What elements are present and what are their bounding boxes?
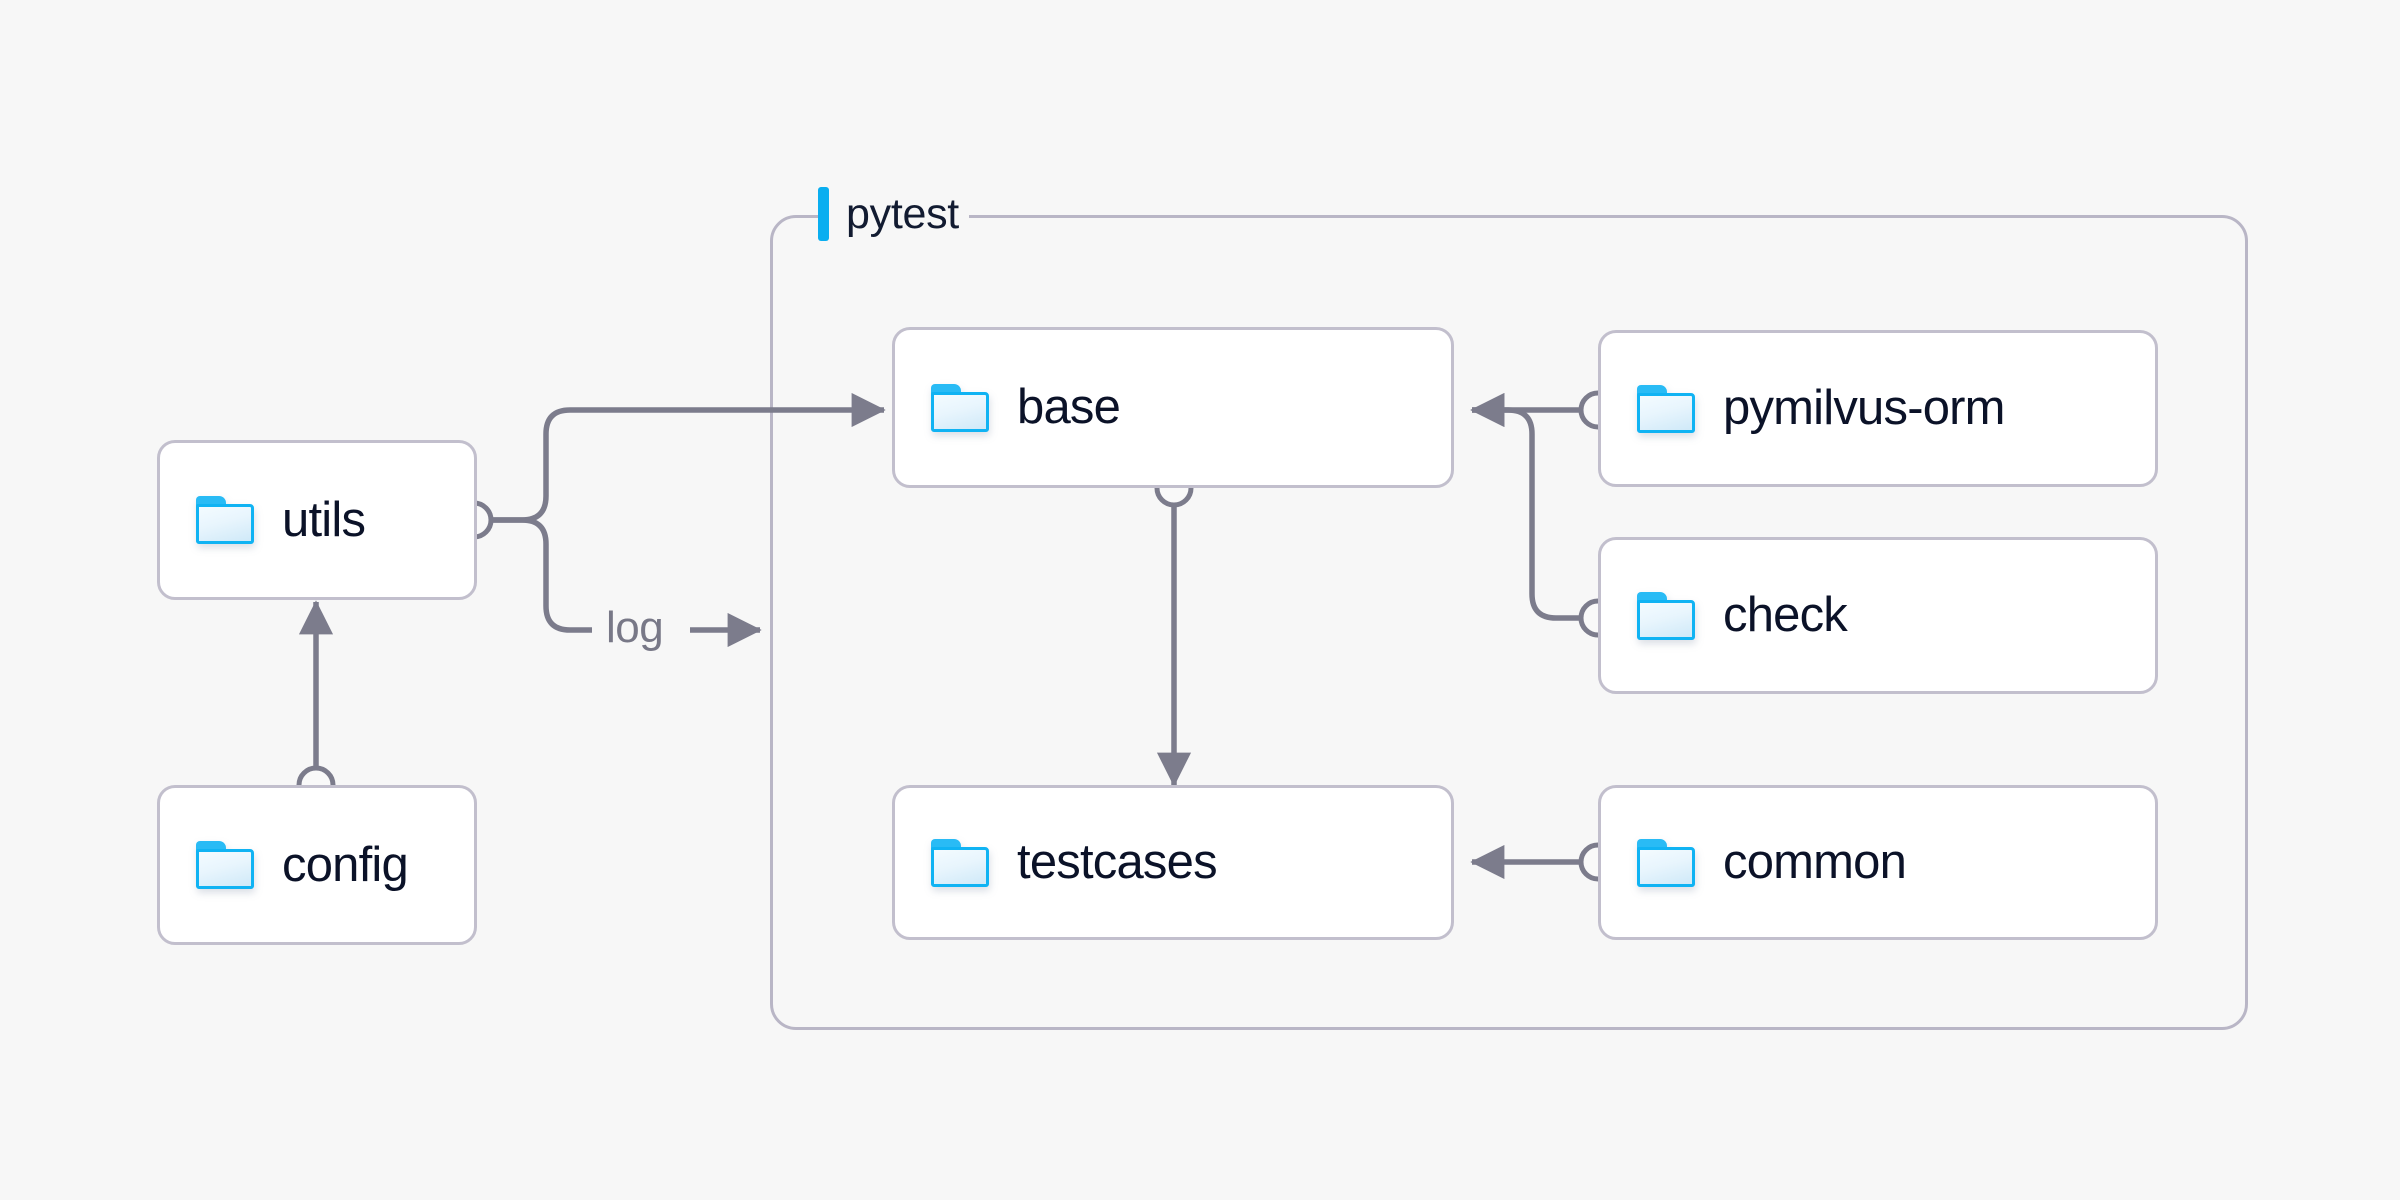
folder-icon xyxy=(196,841,254,889)
node-base[interactable]: base xyxy=(892,327,1454,488)
folder-icon xyxy=(196,496,254,544)
edge-utils-to-log xyxy=(486,517,592,633)
node-label-base: base xyxy=(1017,380,1121,434)
node-label-check: check xyxy=(1723,588,1848,642)
edge-label-log: log xyxy=(606,603,664,652)
group-title: pytest xyxy=(846,189,959,238)
node-label-testcases: testcases xyxy=(1017,835,1218,889)
folder-icon xyxy=(931,383,989,432)
group-label-pytest: pytest xyxy=(818,186,969,242)
group-accent-bar-icon xyxy=(818,187,829,241)
folder-icon xyxy=(1637,838,1695,887)
node-label-config: config xyxy=(282,837,409,892)
folder-icon xyxy=(1637,384,1695,433)
node-label-common: common xyxy=(1723,835,1907,889)
node-common[interactable]: common xyxy=(1598,785,2158,940)
node-check[interactable]: check xyxy=(1598,537,2158,694)
node-utils[interactable]: utils xyxy=(157,440,477,600)
node-testcases[interactable]: testcases xyxy=(892,785,1454,940)
node-pymilvus-orm[interactable]: pymilvus-orm xyxy=(1598,330,2158,487)
group-container-pytest xyxy=(770,215,2248,1030)
node-label-pymilvus-orm: pymilvus-orm xyxy=(1723,381,2006,435)
node-label-utils: utils xyxy=(282,492,366,547)
folder-icon xyxy=(931,838,989,887)
folder-icon xyxy=(1637,591,1695,640)
node-config[interactable]: config xyxy=(157,785,477,945)
